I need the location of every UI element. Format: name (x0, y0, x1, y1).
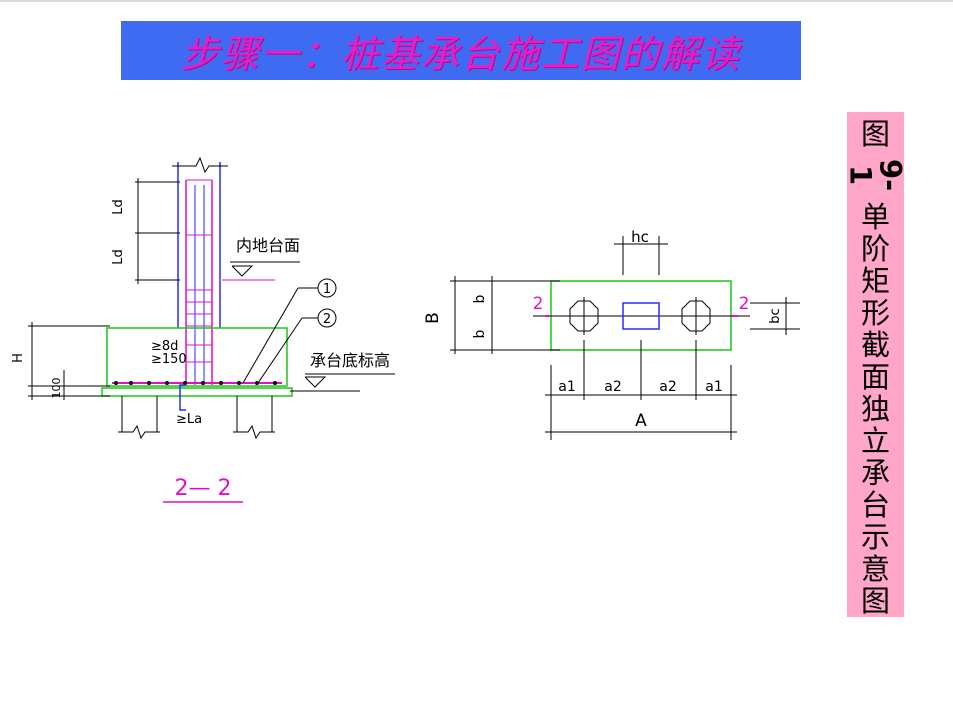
a2-label: a2 (659, 379, 677, 395)
cushion-layer (101, 387, 293, 397)
callout-2-number: 2 (323, 312, 331, 327)
inner-ground-label: 内地台面 (236, 236, 300, 255)
caption-char: 面 (860, 360, 890, 394)
caption-char: 示 (860, 520, 890, 554)
plan-view (450, 236, 800, 440)
B-label: B (423, 312, 443, 324)
caption-number: 9-1 (843, 159, 908, 192)
a1-label: a1 (558, 379, 576, 395)
callout-2-circle (317, 308, 337, 328)
section-view (28, 156, 395, 503)
b-label: b (472, 294, 488, 303)
caption-char: 矩 (860, 264, 890, 298)
cut-label-right: 2 (739, 294, 750, 314)
a1-label: a1 (705, 379, 723, 395)
hc-label: hc (631, 228, 649, 246)
base-level-triangle (304, 376, 327, 388)
caption-char: 独 (860, 392, 890, 426)
100-label: 100 (50, 378, 63, 399)
caption-char: 形 (860, 296, 890, 330)
caption-char: 台 (860, 488, 890, 522)
150-label: ≥150 (151, 352, 187, 367)
caption-char: 阶 (860, 232, 890, 266)
slide-title: 步骤一：桩基承台施工图的解读 (180, 32, 741, 76)
column-break-line (172, 156, 228, 174)
title-banner: 步骤一：桩基承台施工图的解读 (121, 21, 801, 80)
caption-char: 意 (860, 552, 890, 586)
caption-char: 截 (860, 328, 890, 362)
a2-label: a2 (604, 379, 622, 395)
caption-char: 承 (860, 456, 890, 490)
A-label: A (635, 411, 647, 431)
top-divider (0, 0, 953, 2)
callout-1-leader (242, 287, 299, 384)
rebar-dots (114, 381, 277, 385)
plan-column (622, 302, 660, 330)
ground-level-triangle (231, 265, 254, 277)
caption-char: 单 (860, 200, 890, 234)
caption-char: 图 (860, 584, 890, 618)
ld-label: Ld (111, 249, 126, 265)
caption-char: 立 (860, 424, 890, 458)
plan-pile-right (681, 300, 711, 332)
base-elevation-label: 承台底标高 (310, 351, 390, 370)
h-label: H (11, 353, 26, 363)
b-label: b (472, 329, 488, 338)
anchorage-hook (179, 384, 186, 411)
cut-label-left: 2 (533, 294, 544, 314)
figure-caption: 图 9-1 单 阶 矩 形 截 面 独 立 承 台 示 意 图 (843, 112, 908, 618)
pile-break-line (233, 424, 275, 440)
plan-pile-left (569, 300, 599, 332)
callout-1-circle (317, 278, 337, 298)
la-label: ≥La (176, 412, 202, 427)
bc-label: bc (768, 308, 783, 323)
section-title: 2— 2 (175, 476, 232, 501)
pile-break-line (118, 424, 160, 440)
callout-1-number: 1 (323, 282, 331, 297)
caption-prefix: 图 (860, 117, 890, 151)
ld-label: Ld (111, 199, 126, 215)
8d-label: ≥8d (151, 339, 178, 354)
pile-cap-outline (106, 327, 288, 387)
callout-2-leader (257, 317, 303, 384)
